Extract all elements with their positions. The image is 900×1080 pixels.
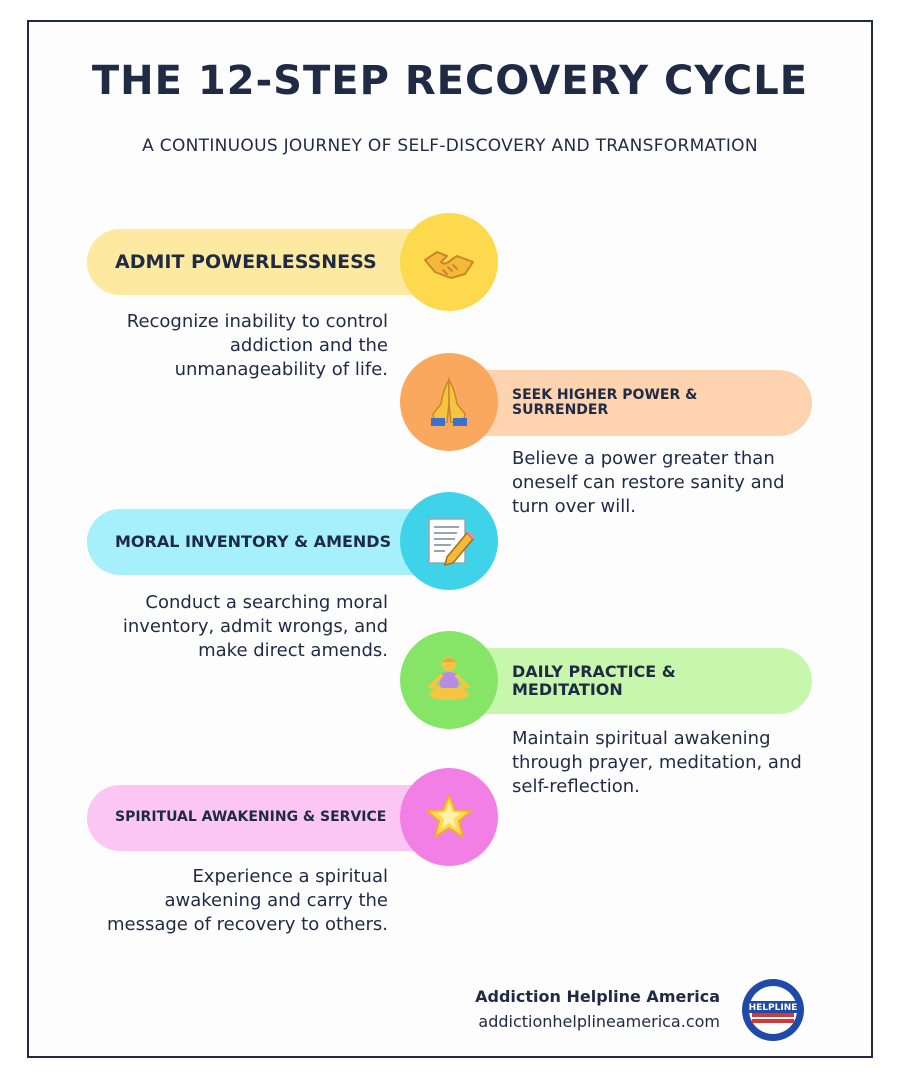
step-4-pill: DAILY PRACTICE & MEDITATION (450, 648, 812, 714)
step-4-description: Maintain spiritual awakening through pra… (512, 728, 802, 797)
praying-hands-icon (431, 377, 467, 426)
step-5-description: Experience a spiritual awakening and car… (106, 866, 388, 935)
step-1-circle (400, 213, 498, 311)
step-1-pill: ADMIT POWERLESSNESS (87, 229, 447, 295)
step-2-label: SEEK HIGHER POWER & SURRENDER (512, 386, 698, 418)
step-1-description: Recognize inability to control addiction… (126, 311, 388, 380)
step-2-circle (400, 353, 498, 451)
logo-text: HELPLINE (749, 1003, 798, 1013)
step-3-pill: MORAL INVENTORY & AMENDS (87, 509, 447, 575)
helpline-logo-icon: HELPLINE (742, 979, 804, 1041)
step-3-circle (400, 492, 498, 590)
step-4-label: DAILY PRACTICE & MEDITATION (512, 662, 676, 699)
step-5-label: SPIRITUAL AWAKENING & SERVICE (115, 809, 387, 826)
memo-pencil-icon (428, 518, 475, 567)
step-3-label: MORAL INVENTORY & AMENDS (115, 532, 392, 552)
step-5-circle (400, 768, 498, 866)
page-title: THE 12-STEP RECOVERY CYCLE (91, 58, 809, 104)
step-2-pill: SEEK HIGHER POWER & SURRENDER (450, 370, 812, 436)
step-2-description: Believe a power greater than oneself can… (512, 448, 785, 517)
step-1-label: ADMIT POWERLESSNESS (115, 250, 377, 273)
step-5-pill: SPIRITUAL AWAKENING & SERVICE (87, 785, 447, 851)
step-3-description: Conduct a searching moral inventory, adm… (122, 592, 388, 661)
glowing-star-icon (426, 794, 472, 838)
meditation-icon (427, 657, 471, 700)
step-4-circle (400, 631, 498, 729)
page-subtitle: A CONTINUOUS JOURNEY OF SELF-DISCOVERY A… (142, 136, 758, 156)
organization-name: Addiction Helpline America (475, 987, 720, 1006)
website-link[interactable]: addictionhelplineamerica.com (478, 1012, 720, 1031)
handshake-icon (424, 251, 474, 279)
